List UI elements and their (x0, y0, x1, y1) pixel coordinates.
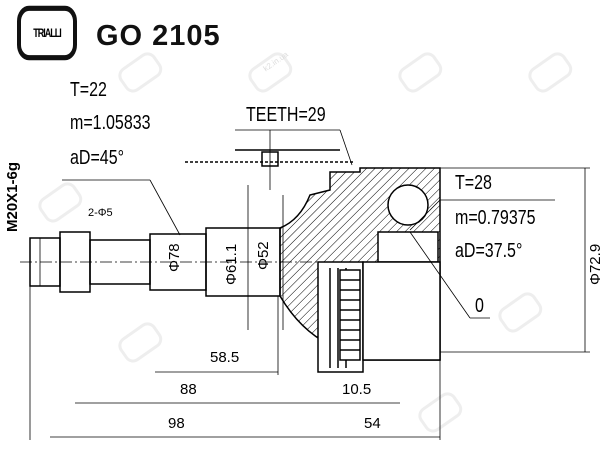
diameter-61-1: Φ61.1 (223, 243, 240, 285)
length-54: 54 (364, 415, 381, 432)
part-outline (20, 149, 441, 373)
outer-pressure-angle: aD=45° (70, 147, 124, 169)
thread-label: M20X1-6g (4, 161, 21, 232)
diameter-78: Φ78 (166, 243, 183, 272)
brand-logo-text: TRIALLI (33, 26, 61, 40)
outer-teeth-count: T=22 (70, 79, 107, 101)
watermark-pattern (38, 52, 573, 433)
inner-teeth-count: T=28 (455, 172, 492, 194)
hole-label: 2-Φ5 (88, 207, 113, 219)
length-88: 88 (180, 381, 197, 398)
length-10-5: 10.5 (342, 381, 372, 398)
length-98: 98 (168, 415, 185, 432)
dimension-lines (29, 129, 590, 440)
length-58-5: 58.5 (210, 349, 240, 366)
brand-logo: TRIALLI (17, 5, 77, 61)
outer-module: m=1.05833 (70, 112, 151, 134)
inner-pressure-angle: aD=37.5° (455, 240, 523, 262)
diameter-52: Φ52 (255, 241, 272, 270)
part-number-title: GO 2105 (96, 20, 221, 52)
abs-teeth-count: TEETH=29 (246, 104, 326, 126)
inner-module: m=0.79375 (455, 207, 536, 229)
seal-ring-label: 0 (475, 295, 484, 317)
diameter-72-9: Φ72.9 (587, 243, 604, 285)
